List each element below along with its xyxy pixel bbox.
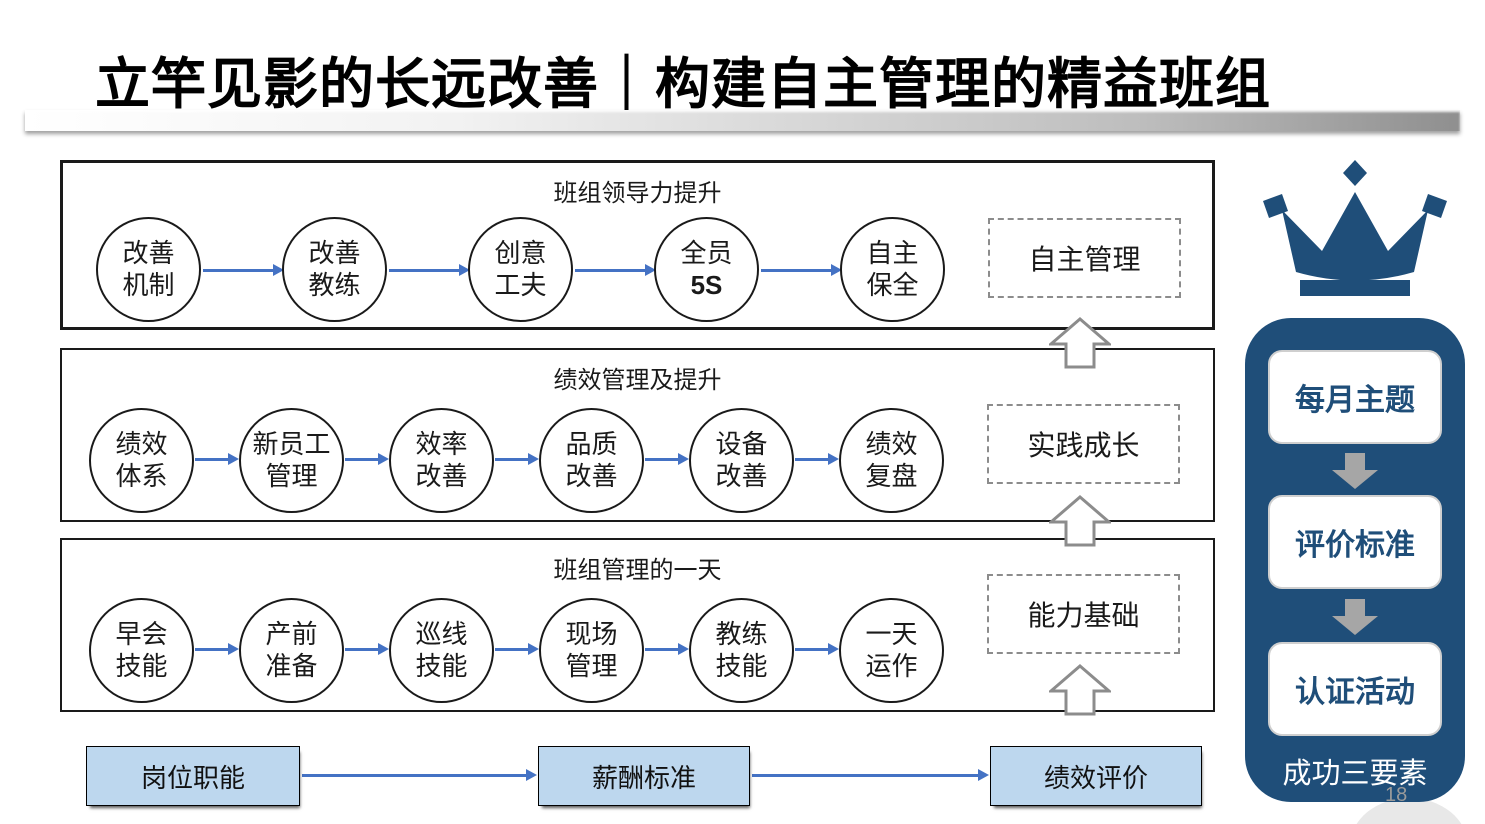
circle-label: 效率 bbox=[415, 429, 468, 460]
step-circle-one-day-operation: 一天 运作 bbox=[839, 598, 944, 703]
title-divider-bar bbox=[25, 110, 1460, 131]
badge-self-management: 自主管理 bbox=[988, 218, 1181, 298]
step-circle-performance-review: 绩效 复盘 bbox=[839, 408, 944, 513]
circle-label: 自主 bbox=[866, 238, 919, 269]
page-title: 立竿见影的长远改善｜构建自主管理的精益班组 bbox=[95, 52, 1272, 115]
step-circle-quality: 品质 改善 bbox=[539, 408, 644, 513]
circle-label: 新员工 bbox=[252, 429, 331, 460]
circle-label: 准备 bbox=[265, 650, 318, 681]
circle-label: 技能 bbox=[715, 650, 768, 681]
circle-label: 绩效 bbox=[865, 429, 918, 460]
circle-label: 现场 bbox=[565, 619, 618, 650]
row-leadership-title: 班组领导力提升 bbox=[553, 180, 722, 207]
flow-arrow bbox=[645, 453, 689, 465]
flow-arrow bbox=[495, 453, 539, 465]
flow-arrow bbox=[495, 643, 539, 655]
solid-down-arrow-icon bbox=[1332, 599, 1378, 635]
circle-label: 工夫 bbox=[494, 269, 547, 300]
solid-down-arrow-icon bbox=[1332, 453, 1378, 489]
flow-arrow bbox=[302, 769, 537, 781]
panel-step-evaluation-standard: 评价标准 bbox=[1268, 495, 1442, 589]
badge-practice-growth: 实践成长 bbox=[987, 404, 1180, 484]
circle-label: 改善 bbox=[715, 460, 768, 491]
flow-arrow bbox=[795, 643, 839, 655]
flow-arrow bbox=[389, 264, 470, 276]
circle-label: 产前 bbox=[265, 619, 318, 650]
step-circle-kaizen-coach: 改善 教练 bbox=[282, 217, 387, 322]
circle-label: 设备 bbox=[715, 429, 768, 460]
flow-arrow bbox=[752, 769, 989, 781]
flow-arrow bbox=[195, 643, 239, 655]
page-number: 18 bbox=[1385, 784, 1408, 806]
step-circle-preproduction: 产前 准备 bbox=[239, 598, 344, 703]
step-circle-new-employee: 新员工 管理 bbox=[239, 408, 344, 513]
circle-label: 保全 bbox=[866, 269, 919, 300]
hollow-up-arrow-icon bbox=[1049, 317, 1111, 369]
row-performance: 绩效管理及提升 绩效 体系 新员工 管理 效率 改善 品质 改善 设备 改善 绩… bbox=[60, 348, 1215, 522]
circle-label: 技能 bbox=[415, 650, 468, 681]
step-circle-creative-idea: 创意 工夫 bbox=[468, 217, 573, 322]
hollow-up-arrow-icon bbox=[1049, 495, 1111, 547]
step-circle-line-patrol: 巡线 技能 bbox=[389, 598, 494, 703]
panel-step-monthly-theme: 每月主题 bbox=[1268, 350, 1442, 444]
flow-arrow bbox=[345, 453, 389, 465]
circle-label: 5S bbox=[690, 269, 723, 300]
row-daily-title: 班组管理的一天 bbox=[553, 557, 722, 584]
circle-label: 改善 bbox=[122, 238, 175, 269]
badge-capability-base: 能力基础 bbox=[987, 574, 1180, 654]
circle-label: 技能 bbox=[115, 650, 168, 681]
hollow-up-arrow-icon bbox=[1049, 664, 1111, 716]
circle-label: 运作 bbox=[865, 650, 918, 681]
step-circle-coaching-skill: 教练 技能 bbox=[689, 598, 794, 703]
circle-label: 改善 bbox=[565, 460, 618, 491]
step-circle-autonomous-maintenance: 自主 保全 bbox=[840, 217, 945, 322]
step-circle-equipment: 设备 改善 bbox=[689, 408, 794, 513]
panel-caption: 成功三要素 bbox=[1282, 758, 1428, 790]
foundation-box-performance-eval: 绩效评价 bbox=[990, 746, 1202, 806]
circle-label: 复盘 bbox=[865, 460, 918, 491]
foundation-box-job-function: 岗位职能 bbox=[86, 746, 300, 806]
circle-label: 巡线 bbox=[415, 619, 468, 650]
circle-label: 绩效 bbox=[115, 429, 168, 460]
circle-label: 管理 bbox=[265, 460, 318, 491]
flow-arrow bbox=[761, 264, 842, 276]
step-circle-morning-meeting: 早会 技能 bbox=[89, 598, 194, 703]
panel-step-certification-activity: 认证活动 bbox=[1268, 642, 1442, 736]
circle-label: 早会 bbox=[115, 619, 168, 650]
circle-label: 创意 bbox=[494, 238, 547, 269]
flow-arrow bbox=[345, 643, 389, 655]
row-performance-title: 绩效管理及提升 bbox=[553, 367, 722, 394]
step-circle-efficiency: 效率 改善 bbox=[389, 408, 494, 513]
flow-arrow bbox=[195, 453, 239, 465]
flow-arrow bbox=[645, 643, 689, 655]
circle-label: 改善 bbox=[308, 238, 361, 269]
flow-arrow bbox=[795, 453, 839, 465]
circle-label: 全员 bbox=[680, 238, 733, 269]
step-circle-kaizen-mechanism: 改善 机制 bbox=[96, 217, 201, 322]
circle-label: 教练 bbox=[715, 619, 768, 650]
circle-label: 一天 bbox=[865, 619, 918, 650]
circle-label: 改善 bbox=[415, 460, 468, 491]
circle-label: 品质 bbox=[565, 429, 618, 460]
step-circle-total-5s: 全员 5S bbox=[654, 217, 759, 322]
flow-arrow bbox=[575, 264, 656, 276]
circle-label: 体系 bbox=[115, 460, 168, 491]
circle-label: 管理 bbox=[565, 650, 618, 681]
row-leadership: 班组领导力提升 改善 机制 改善 教练 创意 工夫 全员 5S 自主 保全 自主… bbox=[60, 160, 1215, 330]
circle-label: 机制 bbox=[122, 269, 175, 300]
flow-arrow bbox=[203, 264, 284, 276]
success-factors-panel: 每月主题 评价标准 认证活动 成功三要素 bbox=[1245, 318, 1465, 802]
row-daily-management: 班组管理的一天 早会 技能 产前 准备 巡线 技能 现场 管理 教练 技能 一天… bbox=[60, 538, 1215, 712]
crown-icon bbox=[1263, 160, 1447, 296]
step-circle-site-management: 现场 管理 bbox=[539, 598, 644, 703]
circle-label: 教练 bbox=[308, 269, 361, 300]
step-circle-performance-system: 绩效 体系 bbox=[89, 408, 194, 513]
foundation-box-salary-standard: 薪酬标准 bbox=[538, 746, 750, 806]
